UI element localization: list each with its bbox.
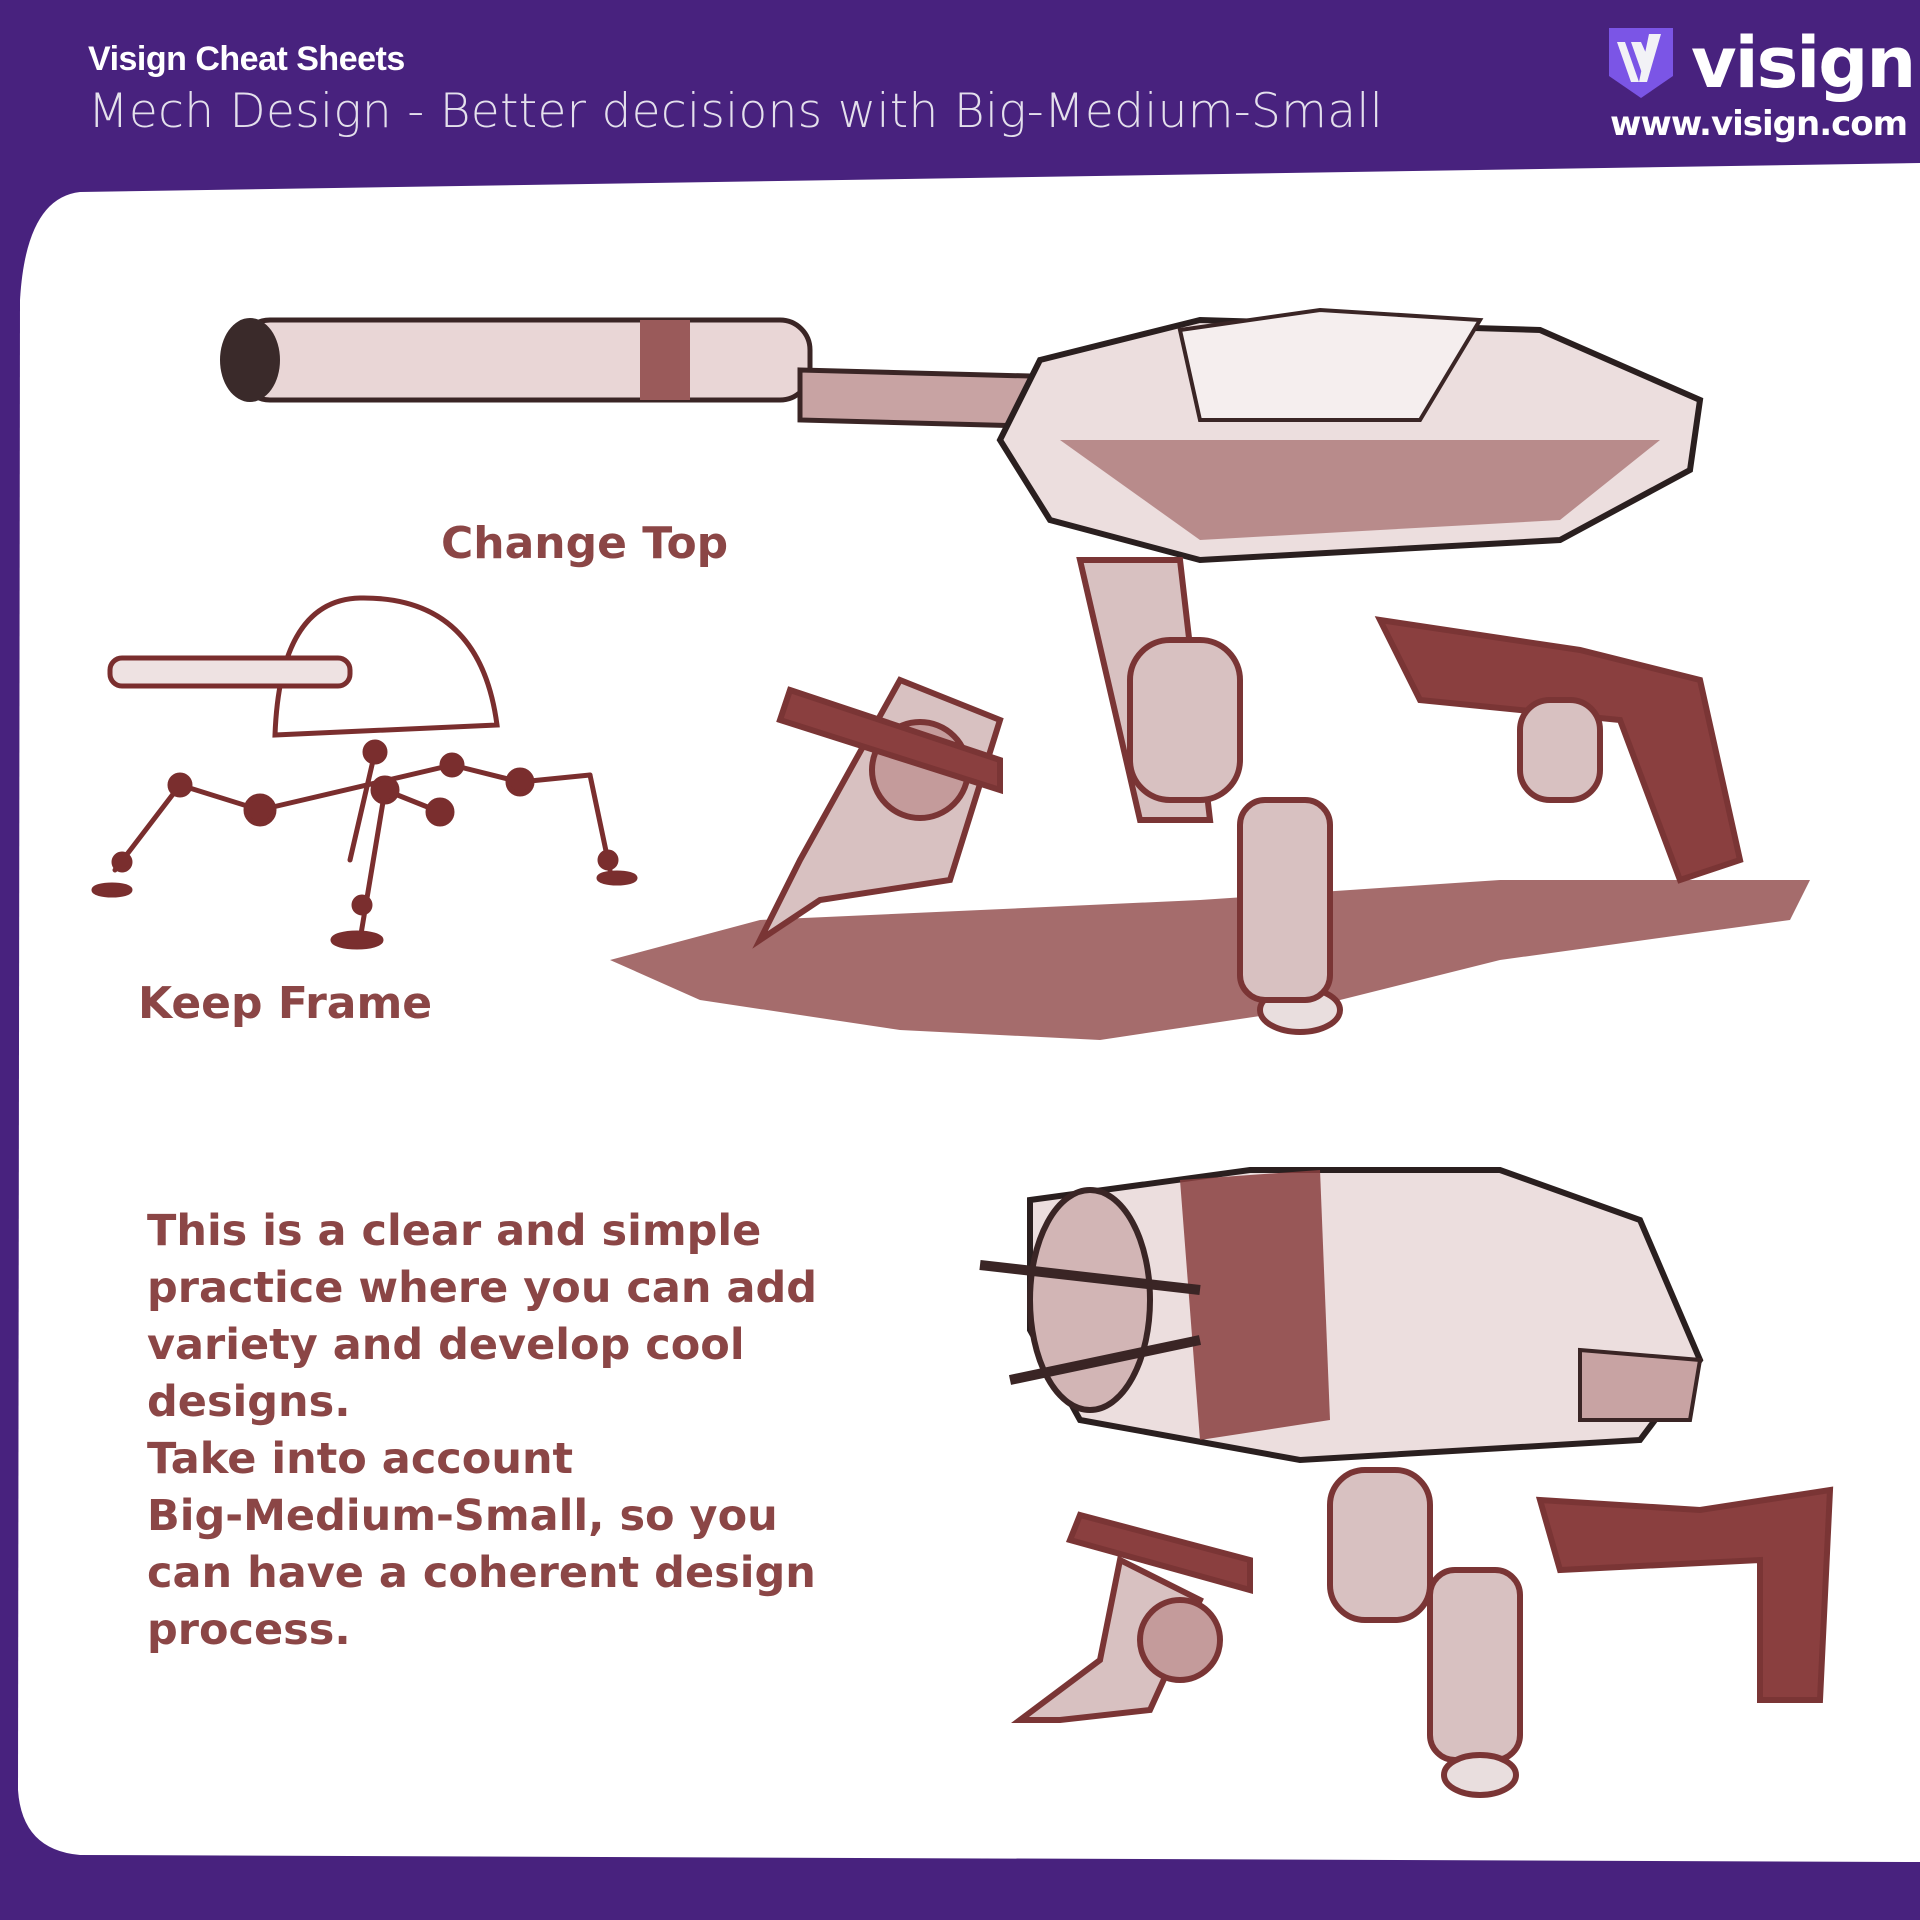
description-line: variety and develop cool: [147, 1320, 745, 1370]
description-line: Take into account: [147, 1434, 574, 1484]
keep-frame-label: Keep Frame: [138, 978, 433, 1029]
description-line: designs.: [147, 1377, 351, 1427]
description-line: Big-Medium-Small, so you: [147, 1491, 778, 1541]
visign-shield-icon: [1609, 28, 1673, 98]
description-line: can have a coherent design: [147, 1548, 816, 1598]
bottom-mech-illustration: [979, 1167, 1834, 1798]
series-title: Visign Cheat Sheets: [88, 40, 405, 78]
description-line: practice where you can add: [147, 1263, 818, 1313]
description-line: process.: [147, 1605, 351, 1655]
page-title: Mech Design - Better decisions with Big-…: [88, 84, 1384, 139]
visign-logo[interactable]: visign: [1605, 22, 1916, 104]
brand-url[interactable]: www.visign.com: [1610, 104, 1908, 144]
top-mech-illustration: [220, 307, 1810, 1040]
description-line: This is a clear and simple: [147, 1206, 762, 1256]
brand-name: visign: [1691, 22, 1916, 104]
change-top-label: Change Top: [441, 518, 729, 569]
description-text: This is a clear and simple practice wher…: [147, 1203, 887, 1659]
frame-sketch-illustration: [91, 595, 638, 950]
